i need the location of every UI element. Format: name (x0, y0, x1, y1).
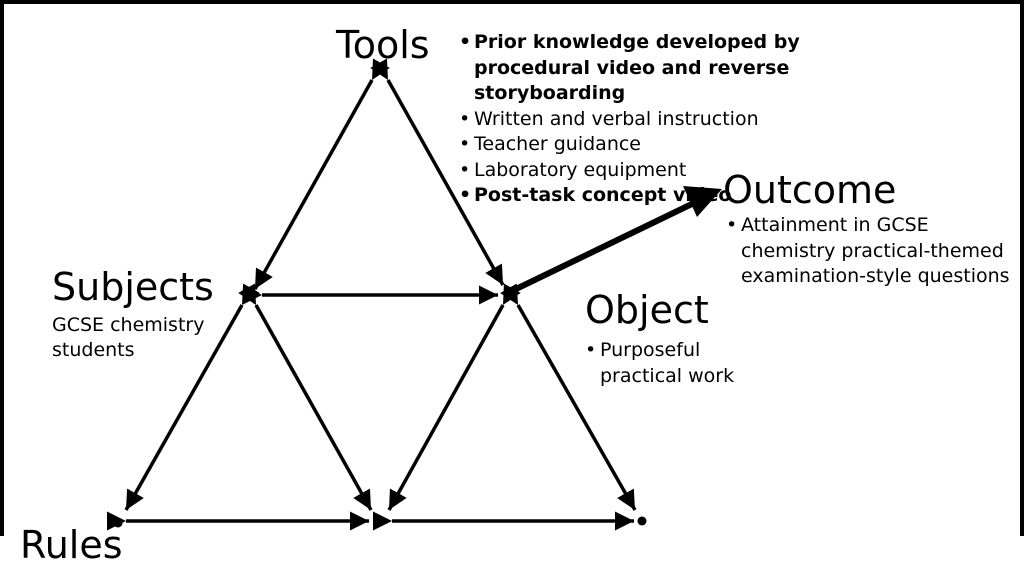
object-item: Purposeful practical work (585, 338, 745, 389)
node-division (637, 516, 647, 526)
node-community (375, 516, 385, 526)
tools-item: Post-task concept video (459, 183, 899, 209)
node-rules (113, 518, 123, 528)
edge-subjects-rules (124, 283, 260, 511)
outcome-list: Attainment in GCSE chemistry practical-t… (726, 213, 1016, 290)
node-subjects (243, 291, 253, 301)
edge-tools-object (370, 58, 505, 286)
edge-tools-subjects (253, 58, 390, 290)
diagram-frame (0, 0, 1024, 536)
rules-title: Rules (20, 523, 123, 567)
arrow-object-outcome (514, 199, 698, 292)
object-list: Purposeful practical work (585, 338, 745, 389)
tools-item: Laboratory equipment (459, 158, 899, 184)
tools-item: Written and verbal instruction (459, 107, 899, 133)
subjects-description: GCSE chemistry students (52, 314, 205, 361)
object-title: Object (585, 288, 709, 332)
node-object (506, 289, 516, 299)
edge-object-community (387, 283, 521, 511)
edge-subjects-community (238, 283, 373, 511)
tools-item: Prior knowledge developed by procedural … (459, 30, 899, 107)
tools-list: Prior knowledge developed by procedural … (459, 30, 899, 209)
tools-title: Tools (336, 23, 430, 67)
outcome-title: Outcome (723, 168, 897, 212)
outcome-item: Attainment in GCSE chemistry practical-t… (726, 213, 1016, 290)
node-tools (375, 64, 385, 74)
subjects-title: Subjects (52, 265, 214, 309)
tools-item: Teacher guidance (459, 132, 899, 158)
edge-object-division (500, 283, 637, 511)
